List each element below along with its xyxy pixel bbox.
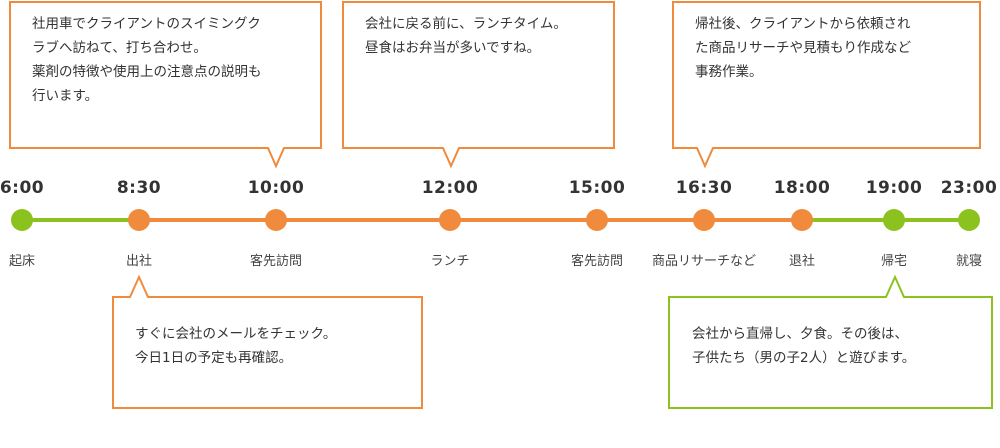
callout-line: 行います。 bbox=[32, 88, 99, 104]
callout-line: 会社から直帰し、夕食。その後は、 bbox=[692, 326, 908, 342]
callout-line: 会社に戻る前に、ランチタイム。 bbox=[365, 16, 567, 32]
timeline-dot-0830 bbox=[128, 209, 150, 231]
time-label: 18:00 bbox=[773, 178, 831, 198]
callout-box-home bbox=[668, 274, 993, 409]
timeline-dot-0600 bbox=[11, 209, 33, 231]
callout-line: 薬剤の特徴や使用上の注意点の説明も bbox=[32, 64, 262, 80]
callout-line: ラブへ訪ねて、打ち合わせ。 bbox=[32, 40, 207, 56]
timeline-dot-1500 bbox=[586, 209, 608, 231]
timeline-dot-1900 bbox=[883, 209, 905, 231]
timeline-dot-1800 bbox=[791, 209, 813, 231]
timeline-dot-1630 bbox=[693, 209, 715, 231]
timeline-dot-2300 bbox=[958, 209, 980, 231]
callout-line: 社用車でクライアントのスイミングク bbox=[32, 16, 261, 32]
time-label: 23:00 bbox=[940, 178, 998, 198]
event-label: 商品リサーチなど bbox=[651, 254, 756, 269]
callout-text-lunch: 会社に戻る前に、ランチタイム。 昼食はお弁当が多いですね。 bbox=[365, 12, 610, 60]
event-label: 客先訪問 bbox=[249, 254, 302, 269]
callout-box-office bbox=[112, 274, 423, 409]
callout-box-research bbox=[672, 1, 981, 169]
callout-line: 子供たち（男の子2人）と遊びます。 bbox=[692, 350, 916, 366]
callout-text-visit: 社用車でクライアントのスイミングク ラブへ訪ねて、打ち合わせ。 薬剤の特徴や使用… bbox=[32, 12, 317, 108]
callout-text-research: 帰社後、クライアントから依頼され た商品リサーチや見積もり作成など 事務作業。 bbox=[695, 12, 975, 84]
time-label: 12:00 bbox=[421, 178, 479, 198]
time-label: 8:30 bbox=[116, 178, 162, 198]
time-label: 15:00 bbox=[568, 178, 626, 198]
event-label: 退社 bbox=[788, 254, 815, 269]
time-label: 16:30 bbox=[675, 178, 733, 198]
callout-line: すぐに会社のメールをチェック。 bbox=[135, 326, 337, 342]
time-label: 10:00 bbox=[247, 178, 305, 198]
callout-line: た商品リサーチや見積もり作成など bbox=[695, 40, 911, 56]
time-label: 19:00 bbox=[865, 178, 923, 198]
event-label: 帰宅 bbox=[880, 254, 907, 269]
event-label: 起床 bbox=[8, 254, 35, 269]
event-label: 客先訪問 bbox=[570, 254, 623, 269]
event-label: 就寝 bbox=[955, 254, 982, 269]
time-label: 6:00 bbox=[0, 178, 45, 198]
callout-text-home: 会社から直帰し、夕食。その後は、 子供たち（男の子2人）と遊びます。 bbox=[692, 322, 987, 370]
callout-line: 今日1日の予定も再確認。 bbox=[135, 350, 293, 366]
callout-line: 事務作業。 bbox=[695, 64, 763, 80]
callout-text-office: すぐに会社のメールをチェック。 今日1日の予定も再確認。 bbox=[135, 322, 415, 370]
callout-box-visit bbox=[9, 1, 322, 169]
callout-line: 帰社後、クライアントから依頼され bbox=[695, 16, 911, 32]
callout-line: 昼食はお弁当が多いですね。 bbox=[365, 40, 541, 56]
event-label: ランチ bbox=[430, 254, 470, 269]
callout-box-lunch bbox=[342, 1, 615, 169]
event-label: 出社 bbox=[125, 254, 152, 269]
timeline-dot-1200 bbox=[439, 209, 461, 231]
timeline-dot-1000 bbox=[265, 209, 287, 231]
